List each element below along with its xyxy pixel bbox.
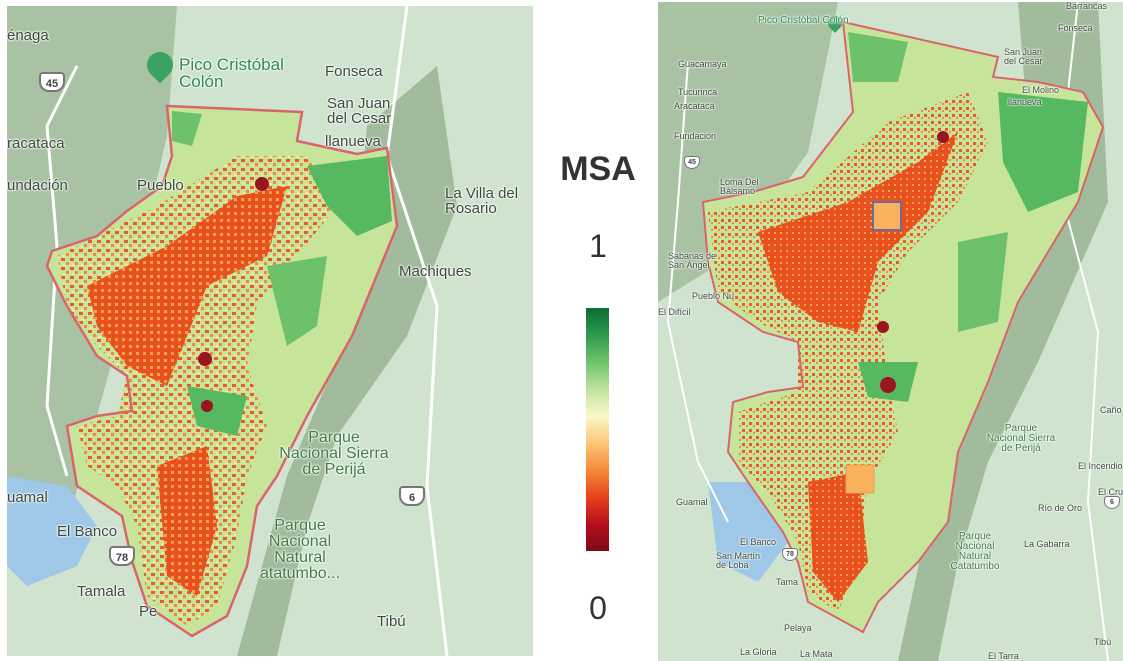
place-label: Guacamaya	[678, 59, 727, 69]
place-label: Tibú	[377, 613, 406, 630]
place-label: San Martín de Loba	[716, 551, 761, 570]
route-shield-icon: 78	[782, 548, 798, 561]
place-label: El Banco	[740, 537, 777, 547]
place-label: El Incendio	[1078, 461, 1123, 471]
high-msa-area	[958, 232, 1008, 332]
sample-plot-marker	[845, 464, 875, 494]
place-label: San Juan del Cesar	[1004, 47, 1043, 66]
high-msa-area	[998, 92, 1088, 212]
place-label: racataca	[7, 135, 65, 152]
route-shield-icon: 6	[399, 486, 425, 506]
very-low-msa-spot	[880, 377, 896, 393]
low-msa-area	[157, 446, 217, 596]
place-label: Tucurinca	[678, 87, 718, 97]
very-low-msa-spot	[201, 400, 213, 412]
place-label: Río de Oro	[1038, 503, 1083, 513]
mountain-ridge	[237, 66, 457, 656]
place-label: Tamala	[77, 583, 126, 600]
very-low-msa-spot	[877, 321, 889, 333]
high-msa-area	[267, 256, 327, 346]
place-label: llanueva	[1008, 97, 1042, 107]
place-label: La Villa del Rosario	[445, 185, 519, 217]
place-label: Pueblo	[137, 177, 184, 194]
place-label: Pueblo Nu	[692, 291, 735, 301]
park-label: Parque Nacional Natural atatumbo...	[259, 517, 341, 582]
place-label: Fundación	[674, 131, 717, 141]
peak-label: Pico Cristóbal Colón	[179, 55, 284, 91]
place-label: El Tarra	[988, 651, 1019, 661]
place-label: El Banco	[57, 523, 118, 540]
place-label: Aracataca	[674, 101, 715, 111]
place-label: Pelaya	[784, 623, 812, 633]
place-label: El Molino	[1022, 85, 1060, 95]
place-label: Fonseca	[325, 63, 383, 80]
place-label: Guamal	[676, 497, 708, 507]
legend-title: MSA	[560, 150, 636, 188]
route-shield-icon: 6	[1104, 496, 1120, 509]
region-boundary	[701, 20, 1105, 634]
road	[385, 6, 449, 656]
high-msa-area	[187, 386, 247, 436]
legend-color-bar	[586, 308, 609, 551]
legend-min-label: 0	[589, 590, 607, 626]
place-label: La Gloria	[740, 647, 777, 657]
place-label: El Cruce	[1098, 487, 1123, 497]
place-label: Loma Del Bálsamo	[720, 177, 759, 196]
place-label: La Gabarra	[1024, 539, 1070, 549]
road	[45, 65, 79, 477]
route-shield-icon: 45	[39, 72, 65, 92]
place-label: La Mata	[800, 649, 833, 659]
place-label: undación	[7, 177, 68, 194]
place-label: Tibú	[1094, 637, 1112, 647]
park-label: Parque Nacional Sierra de Perijá	[986, 423, 1056, 454]
peak-label: Pico Cristóbal Colón	[758, 15, 849, 26]
low-msa-area	[808, 472, 868, 602]
park-label: Parque Nacional Sierra de Perijá	[279, 429, 389, 478]
legend-max-label: 1	[589, 228, 607, 264]
place-label: Tama	[776, 577, 799, 587]
place-label: Barrancas	[1066, 2, 1108, 11]
left-map-canvas	[7, 6, 457, 656]
msa-legend: MSA 1 0	[548, 150, 648, 630]
water-body	[7, 476, 97, 586]
low-msa-area	[87, 186, 287, 386]
high-msa-area	[307, 156, 392, 236]
route-shield-icon: 45	[684, 156, 700, 169]
place-label: énaga	[7, 27, 49, 44]
road	[666, 61, 729, 523]
high-msa-area	[848, 32, 908, 82]
sample-plot-marker	[872, 201, 902, 231]
left-msa-map[interactable]: énaga Pico Cristóbal Colón Fonseca San J…	[7, 6, 533, 656]
place-label: uamal	[7, 489, 48, 506]
place-label: Machiques	[399, 263, 472, 280]
very-low-msa-spot	[937, 131, 949, 143]
right-map-canvas	[658, 2, 1109, 661]
very-low-msa-spot	[255, 177, 269, 191]
place-label: llanueva	[325, 133, 381, 150]
low-msa-area	[758, 132, 958, 332]
place-label: San Juan del Cesar	[327, 95, 392, 127]
right-msa-map[interactable]: Pico Cristóbal Colón Barrancas Fonseca S…	[658, 2, 1123, 661]
mountain-ridge	[658, 2, 838, 302]
region-boundary	[45, 104, 399, 638]
park-label: Parque Nacional Natural Catatumbo	[950, 531, 1000, 572]
place-label: Sabanas de San Ángel	[668, 251, 717, 270]
place-label: Fonseca	[1058, 23, 1093, 33]
very-low-msa-spot	[198, 352, 212, 366]
place-label: Pe	[139, 603, 158, 620]
high-msa-area	[172, 111, 202, 146]
place-label: Caño	[1100, 405, 1122, 415]
place-label: El Difícil	[658, 307, 691, 317]
route-shield-icon: 78	[109, 546, 135, 566]
